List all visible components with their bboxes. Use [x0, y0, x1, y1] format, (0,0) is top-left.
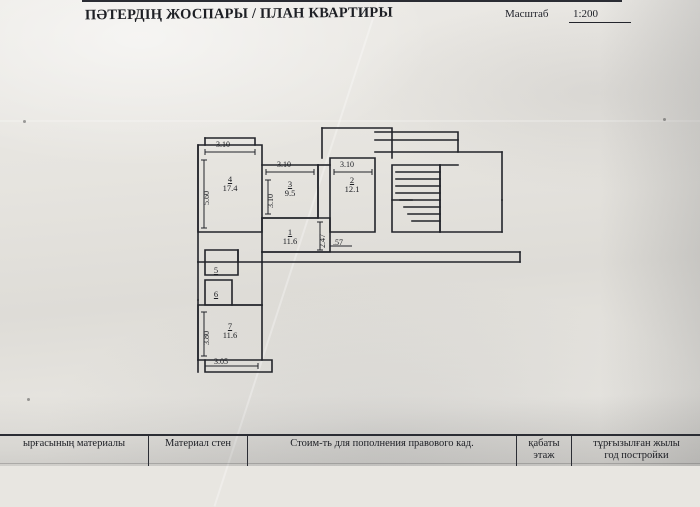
room-area: 12.1 — [344, 183, 360, 194]
dimension-top-room4: 3.10 — [216, 140, 230, 149]
room-label-2: 2 12.1 — [334, 176, 370, 194]
footer-separator-3 — [516, 436, 517, 466]
footer-separator-1 — [148, 436, 149, 466]
room-area: 9.5 — [284, 187, 296, 198]
room-label-7: 7 11.6 — [212, 322, 248, 340]
room-label-5: 5 — [207, 266, 225, 275]
floor-plan-drawing: 4 17.4 3 9.5 2 12.1 1 11.6 5 6 7 11.6 3.… — [197, 127, 521, 373]
dimension-left-room3: 3.10 — [266, 194, 275, 208]
room-number: 4 — [227, 174, 233, 184]
dimension-left-room7: 3.80 — [202, 331, 211, 345]
paper-background — [0, 0, 700, 466]
room-label-6: 6 — [207, 290, 225, 299]
document-header: ПӘТЕРДІҢ ЖОСПАРЫ / ПЛАН КВАРТИРЫ Масштаб… — [0, 0, 700, 34]
paper-speck-1 — [23, 120, 26, 123]
room-number: 7 — [227, 321, 233, 331]
room-area: 17.4 — [222, 182, 238, 193]
dimension-top-room3: 3.10 — [277, 160, 291, 169]
header-top-rule — [82, 0, 622, 2]
paper-speck-2 — [27, 398, 30, 401]
dimension-left-room4: 5.60 — [202, 191, 211, 205]
room-label-3: 3 9.5 — [272, 180, 308, 198]
dimension-bottom-room7: 3.05 — [214, 357, 228, 366]
scale-label: Масштаб — [505, 8, 549, 20]
scale-underline — [569, 22, 631, 23]
footer-cell-year-built-text: тұрғызылған жылы год постройки — [593, 438, 680, 462]
room-area: 11.6 — [222, 329, 238, 340]
scale-value: 1:200 — [573, 8, 599, 20]
room-number: 3 — [287, 179, 293, 189]
footer-separator-2 — [247, 436, 248, 466]
footer-cell-year-built: тұрғызылған жылы год постройки — [573, 438, 700, 462]
footer-cell-floor-text: қабаты этаж — [528, 438, 560, 462]
footer-cell-cost: Стоим-ть для пополнения правового кад. — [290, 438, 474, 449]
room-number: 1 — [287, 227, 293, 237]
room-label-1: 1 11.6 — [272, 228, 308, 246]
dimension-small-57: .57 — [333, 238, 343, 247]
dimension-top-room2: 3.10 — [340, 160, 354, 169]
footer-cell-wall-material-kz: ырғасының материалы — [22, 438, 126, 449]
room-area: 11.6 — [282, 235, 298, 246]
room-number: 2 — [349, 175, 355, 185]
footer-bottom-rule — [0, 463, 700, 464]
paper-speck-3 — [663, 118, 666, 121]
room-label-4: 4 17.4 — [212, 175, 248, 193]
room-number: 6 — [213, 289, 219, 299]
footer-cell-floor: қабаты этаж — [518, 438, 570, 462]
footer-top-rule — [0, 434, 700, 436]
footer-separator-4 — [571, 436, 572, 466]
dimension-corridor-247: 2.47 — [318, 234, 327, 248]
footer-cell-wall-material-ru: Материал стен — [165, 438, 231, 449]
floor-plan-vector — [197, 127, 521, 373]
document-footer-table: ырғасының материалы Материал стен Стоим-… — [0, 434, 700, 466]
room-number: 5 — [213, 265, 219, 275]
